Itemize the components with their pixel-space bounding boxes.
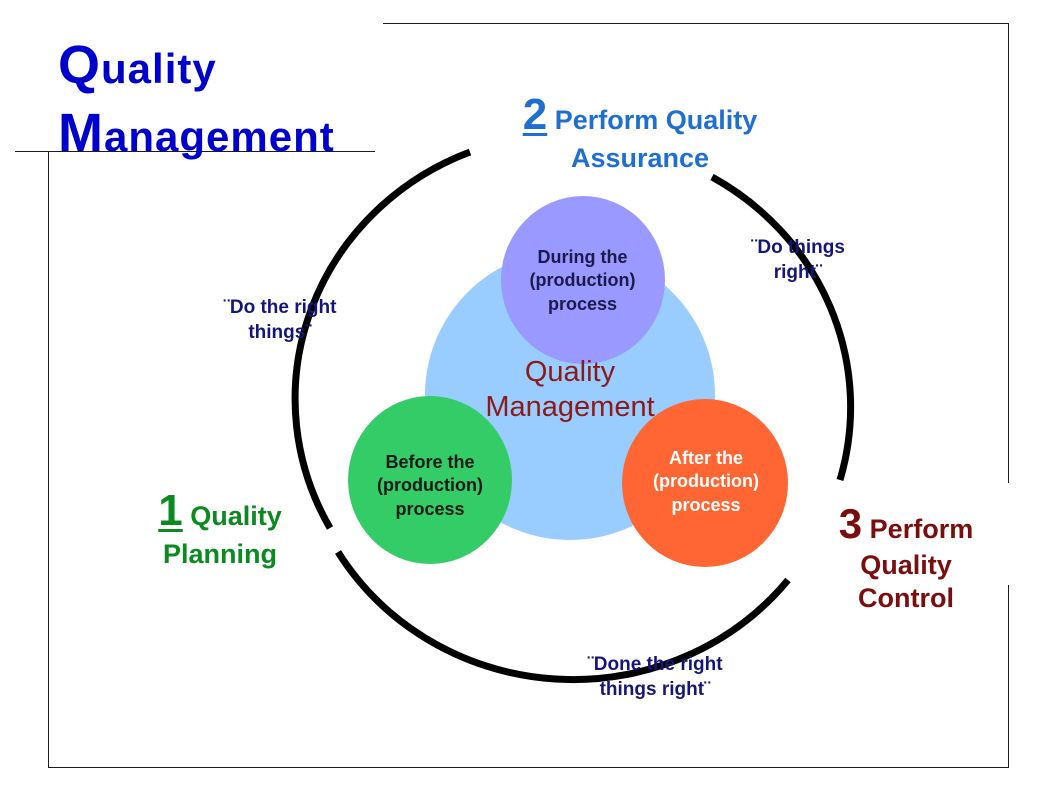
after-line-3: process	[671, 494, 741, 515]
during-line-3: process	[547, 293, 618, 314]
frame-top	[383, 23, 1009, 24]
phase-3-number: 3	[838, 500, 863, 547]
quote-done-right: ¨Done the right things right¨	[540, 653, 770, 702]
title-initial-m: M	[58, 103, 104, 163]
quote-1-line-1: ¨Do the right	[223, 297, 337, 318]
phase-3-line-1: Perform	[869, 514, 974, 544]
phase-1-number: 1	[158, 486, 183, 535]
quote-do-right-things: ¨Do the right things¨	[190, 296, 370, 345]
phase-1-line-2: Planning	[163, 538, 277, 569]
circle-before	[348, 396, 512, 564]
cycle-arc-left	[291, 148, 472, 530]
quote-2-line-1: ¨Do things	[751, 237, 845, 258]
before-line-1: Before the	[385, 452, 475, 472]
title-underline	[15, 151, 375, 152]
quote-2-line-2: right¨	[773, 261, 823, 283]
frame-right-lower	[1008, 585, 1009, 768]
circle-after	[622, 399, 788, 567]
after-line-1: After the	[668, 448, 743, 468]
center-line-2: Management	[485, 390, 655, 423]
phase-1-line-1: Quality	[190, 501, 282, 531]
before-line-2: (production)	[377, 475, 483, 496]
during-label: During the (production) process	[500, 246, 665, 316]
phase-2-line-2: Assurance	[570, 142, 710, 173]
phase-2-number: 2	[522, 90, 548, 139]
phase-2-label: 2 Perform Quality Assurance	[440, 88, 840, 175]
page-title: Quality Management	[58, 38, 335, 174]
after-line-2: (production)	[653, 471, 759, 492]
center-line-1: Quality	[524, 356, 616, 388]
before-label: Before the (production) process	[345, 451, 515, 521]
before-line-3: process	[395, 498, 465, 519]
cycle-arc-right	[710, 173, 855, 481]
quote-do-things-right: ¨Do things right¨	[718, 236, 878, 285]
quote-3-line-2: things right¨	[599, 678, 711, 700]
phase-3-line-3: Control	[858, 583, 954, 614]
phase-3-line-2: Quality	[860, 550, 952, 581]
cycle-arc-bottom	[335, 550, 791, 684]
title-word-anagement: anagement	[103, 113, 335, 160]
quote-1-line-2: things¨	[248, 321, 312, 343]
quote-3-line-1: ¨Done the right	[587, 654, 723, 675]
center-label: Quality Management	[440, 355, 700, 425]
frame-bottom	[48, 767, 1009, 768]
during-line-1: During the	[537, 247, 628, 267]
frame-right-upper	[1008, 23, 1009, 483]
frame-left	[48, 152, 49, 768]
after-label: After the (production) process	[622, 447, 790, 517]
phase-2-line-1: Perform Quality	[554, 105, 758, 135]
title-initial-q: Q	[58, 35, 102, 95]
circle-during	[501, 196, 665, 364]
phase-1-label: 1 Quality Planning	[110, 484, 330, 571]
phase-3-label: 3 Perform Quality Control	[808, 498, 1004, 615]
during-line-2: (production)	[529, 270, 636, 291]
title-word-uality: uality	[101, 45, 217, 92]
